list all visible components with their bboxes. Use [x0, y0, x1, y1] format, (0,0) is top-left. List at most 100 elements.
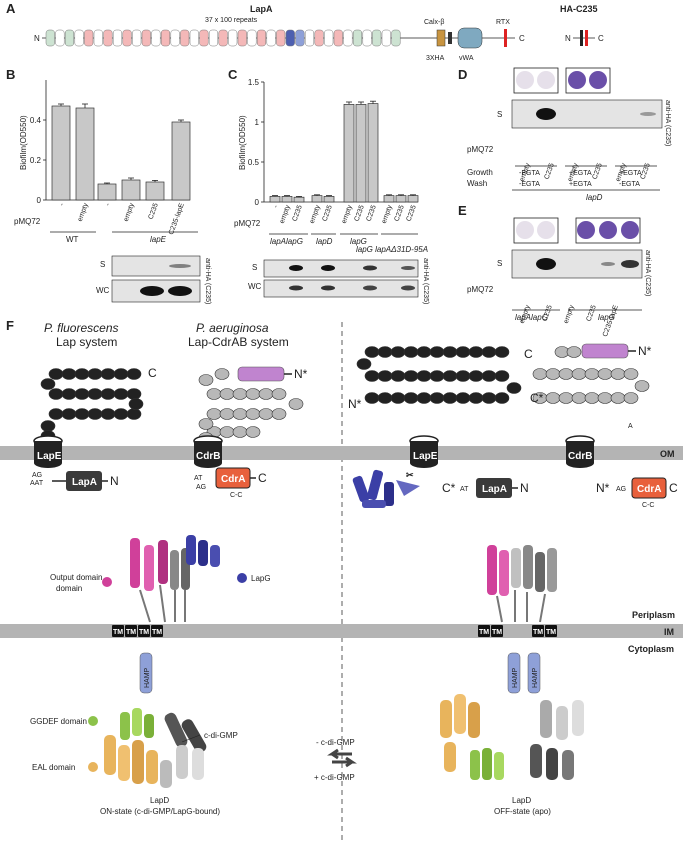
right-cdra-nstar: N* — [596, 481, 610, 495]
repeat-unit — [64, 29, 75, 47]
bead — [61, 368, 77, 380]
x-tick-label: empty — [123, 202, 136, 223]
tm-label: TM — [533, 629, 543, 636]
panel-d-plasmid-label: pMQ72 — [467, 145, 494, 154]
scissors-icon: ✂ — [406, 470, 414, 480]
lapd-on-cytoplasmic-structure — [104, 708, 207, 788]
outer-membrane-bar — [0, 446, 683, 460]
panel-e-tube-4 — [599, 221, 617, 239]
vwa-label: vWA — [459, 55, 474, 62]
bead — [377, 370, 393, 382]
repeat-unit — [55, 29, 65, 47]
bead — [126, 388, 142, 400]
arrow-left-icon — [327, 748, 352, 760]
right-cdra-cc: C-C — [642, 502, 654, 509]
bead — [494, 392, 510, 404]
panel-c-s-blot — [263, 259, 419, 278]
bead — [232, 426, 248, 438]
panel-c-wc-band-1 — [289, 285, 303, 291]
cdrb-barrel-right: CdrB — [565, 435, 595, 468]
panel-d-antiha: anti-HA (C235) — [664, 100, 671, 146]
eal-label: EAL domain — [32, 763, 75, 772]
x-tick-label: C235 — [354, 204, 366, 222]
panel-c-wc-blot — [263, 279, 419, 298]
y-tick-label: 1 — [255, 118, 260, 127]
x-tick-label: C235 — [322, 204, 334, 222]
repeat-unit — [160, 29, 171, 47]
bead — [597, 368, 613, 380]
panel-e-tube-5 — [621, 221, 639, 239]
panel-e-tube-2 — [537, 221, 555, 239]
hamp-right-label-2: HAMP — [532, 667, 539, 688]
panel-e-plasmid-label: pMQ72 — [467, 285, 494, 294]
group-lapalapg-label: lapAlapG — [270, 237, 303, 246]
repeat-unit — [132, 29, 142, 47]
panel-e-band-3 — [621, 260, 639, 268]
bead — [442, 370, 458, 382]
bead — [258, 408, 274, 420]
tm-label: TM — [152, 629, 162, 636]
panel-b-ylabel: Biofilm(OD550) — [19, 115, 28, 170]
hamp-right-label-1: HAMP — [512, 667, 519, 688]
bead — [481, 370, 497, 382]
lapa-title: LapA — [250, 4, 273, 14]
bar — [293, 196, 305, 203]
repeat-unit — [391, 29, 401, 47]
pa-cdra-label: CdrA — [221, 474, 245, 485]
x-tick-label: - — [104, 202, 112, 207]
panel-e-group1: lapAlapG — [515, 313, 548, 322]
repeat-unit — [333, 29, 343, 47]
tm-label: TM — [139, 629, 149, 636]
pa-cdra-c: C — [258, 471, 267, 485]
panel-c-s-band-1 — [289, 265, 303, 271]
repeat-unit — [247, 29, 257, 47]
pf-system: Lap system — [56, 335, 117, 349]
output-domain-label: Output domain — [50, 573, 102, 582]
bar — [97, 183, 117, 201]
lapd-off-title: LapD — [512, 796, 531, 805]
repeat-unit — [304, 29, 315, 47]
bead — [113, 388, 129, 400]
right-cstar: C* — [530, 391, 544, 405]
bead — [545, 368, 561, 380]
repeat-unit — [372, 29, 382, 47]
right-lapa-n: N — [520, 481, 529, 495]
bead — [271, 408, 287, 420]
bead — [416, 370, 432, 382]
x-tick-label: C235 — [366, 204, 378, 222]
repeat-unit — [189, 29, 199, 47]
panel-c-s-band-3 — [363, 265, 377, 271]
bead — [74, 408, 90, 420]
panel-d-blot — [511, 99, 663, 129]
panel-e-group2: lapG — [598, 313, 615, 322]
y-tick-label: 1.5 — [248, 78, 260, 87]
bead — [532, 368, 548, 380]
panel-b-s-label: S — [100, 260, 105, 269]
repeat-unit — [84, 29, 94, 47]
bead — [206, 388, 222, 400]
bar — [75, 107, 95, 201]
bar — [145, 181, 165, 201]
bead — [481, 392, 497, 404]
tm-box — [478, 625, 490, 637]
x-tick-label: C235 — [406, 204, 418, 222]
periplasm-label: Periplasm — [632, 610, 675, 620]
bead — [61, 408, 77, 420]
panel-d-tube-3 — [568, 71, 586, 89]
bead — [258, 388, 274, 400]
lapd-on-periplasmic-structure — [130, 535, 220, 623]
repeat-unit — [122, 29, 132, 47]
tm-label: TM — [126, 629, 136, 636]
arrow-right-icon — [332, 756, 357, 768]
bead — [198, 374, 214, 386]
bead — [429, 392, 445, 404]
bead — [584, 368, 600, 380]
bead — [390, 346, 406, 358]
panel-e-band-2 — [601, 262, 615, 266]
bead — [219, 426, 235, 438]
repeat-unit — [256, 29, 267, 47]
bead — [429, 346, 445, 358]
bar — [367, 103, 379, 203]
panel-c-plasmid-label: pMQ72 — [234, 219, 261, 228]
